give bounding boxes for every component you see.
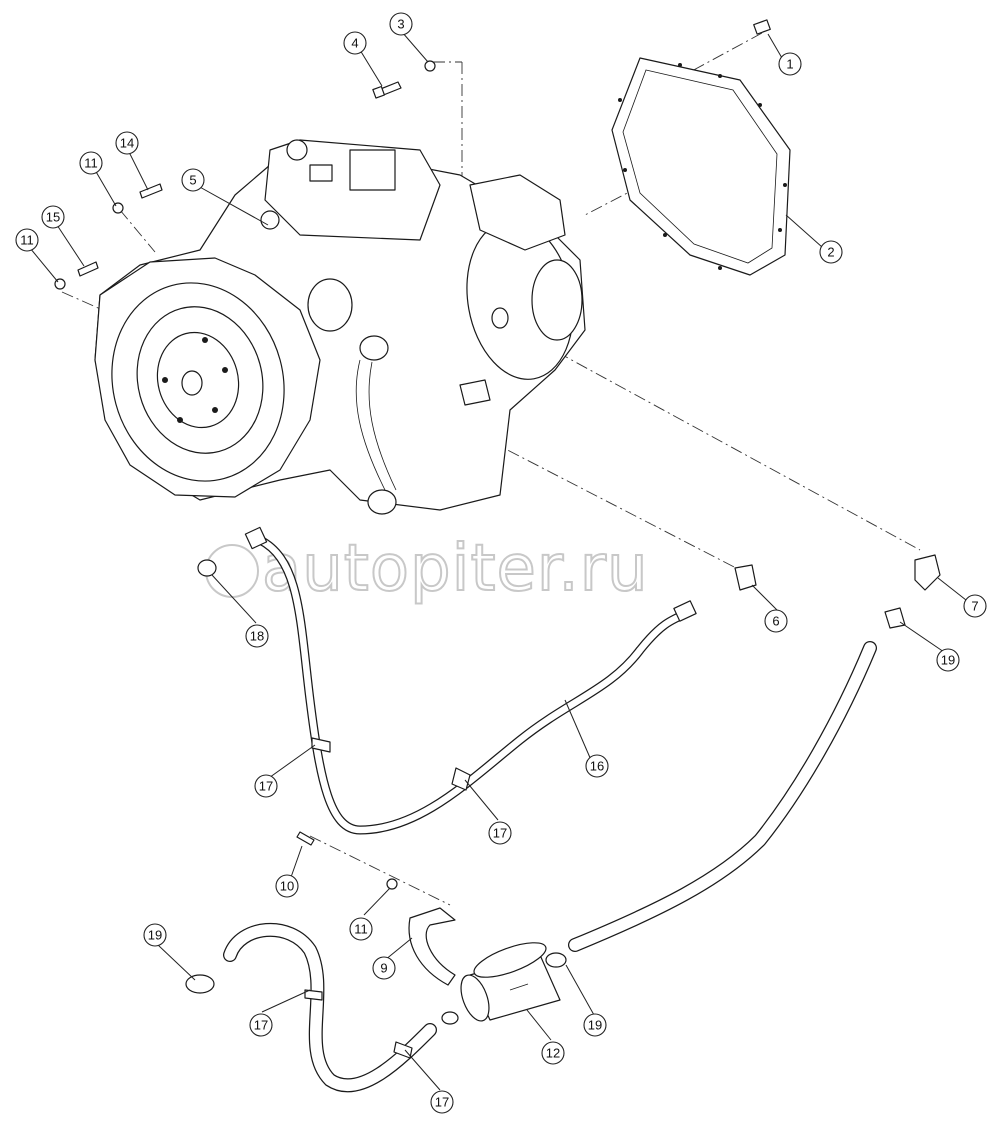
callout-2: 2 xyxy=(819,240,843,264)
bracket-part xyxy=(408,907,456,986)
transmission-assembly xyxy=(94,139,586,515)
callout-6: 6 xyxy=(764,609,788,633)
svg-text:3: 3 xyxy=(397,17,404,32)
svg-text:17: 17 xyxy=(259,779,273,794)
callout-14: 14 xyxy=(115,131,139,155)
callout-17-lower-left: 17 xyxy=(249,1013,273,1037)
callout-4: 4 xyxy=(343,31,367,55)
callout-17-upper-left: 17 xyxy=(254,774,278,798)
right-hose xyxy=(568,641,877,952)
svg-text:7: 7 xyxy=(971,599,978,614)
svg-text:16: 16 xyxy=(590,759,604,774)
watermark: autopiter.ru xyxy=(205,531,649,607)
svg-text:17: 17 xyxy=(493,826,507,841)
right-fittings xyxy=(734,554,941,629)
callout-17-lower-right: 17 xyxy=(430,1090,454,1114)
callout-19-left: 19 xyxy=(143,923,167,947)
callout-12: 12 xyxy=(541,1041,565,1065)
gasket xyxy=(611,57,791,276)
callout-19-bottom: 19 xyxy=(583,1013,607,1037)
callout-3: 3 xyxy=(389,12,413,36)
svg-text:17: 17 xyxy=(254,1018,268,1033)
svg-text:6: 6 xyxy=(772,614,779,629)
svg-text:15: 15 xyxy=(46,210,60,225)
callout-17-upper-right: 17 xyxy=(488,821,512,845)
svg-text:17: 17 xyxy=(435,1095,449,1110)
pin-part xyxy=(753,19,771,35)
leader-lines xyxy=(29,31,967,1091)
svg-text:19: 19 xyxy=(588,1018,602,1033)
svg-text:18: 18 xyxy=(250,629,264,644)
svg-text:4: 4 xyxy=(351,36,358,51)
lower-hose xyxy=(185,922,437,1093)
svg-text:11: 11 xyxy=(354,922,368,937)
svg-text:11: 11 xyxy=(84,156,98,171)
callout-11-top: 11 xyxy=(79,151,103,175)
svg-text:19: 19 xyxy=(941,653,955,668)
callout-19-right: 19 xyxy=(936,648,960,672)
callout-9: 9 xyxy=(372,956,396,980)
callout-10: 10 xyxy=(275,874,299,898)
svg-text:5: 5 xyxy=(189,173,196,188)
svg-text:12: 12 xyxy=(546,1046,560,1061)
svg-text:19: 19 xyxy=(148,928,162,943)
callouts: 1 2 3 4 5 6 7 9 10 11 11 11 12 14 15 16 … xyxy=(15,12,987,1114)
callout-11-bottom: 11 xyxy=(349,917,373,941)
svg-text:11: 11 xyxy=(20,233,34,248)
callout-15: 15 xyxy=(41,205,65,229)
watermark-text: autopiter.ru xyxy=(262,532,649,606)
svg-text:2: 2 xyxy=(827,245,834,260)
pipe-line xyxy=(197,526,697,835)
svg-text:9: 9 xyxy=(380,961,387,976)
callout-5: 5 xyxy=(181,168,205,192)
callout-16: 16 xyxy=(585,754,609,778)
callout-1: 1 xyxy=(778,52,802,76)
svg-text:10: 10 xyxy=(280,879,294,894)
callout-18: 18 xyxy=(245,624,269,648)
callout-11-left: 11 xyxy=(15,228,39,252)
svg-text:14: 14 xyxy=(120,136,134,151)
svg-text:1: 1 xyxy=(786,57,793,72)
callout-7: 7 xyxy=(963,594,987,618)
filter-part xyxy=(441,942,567,1025)
